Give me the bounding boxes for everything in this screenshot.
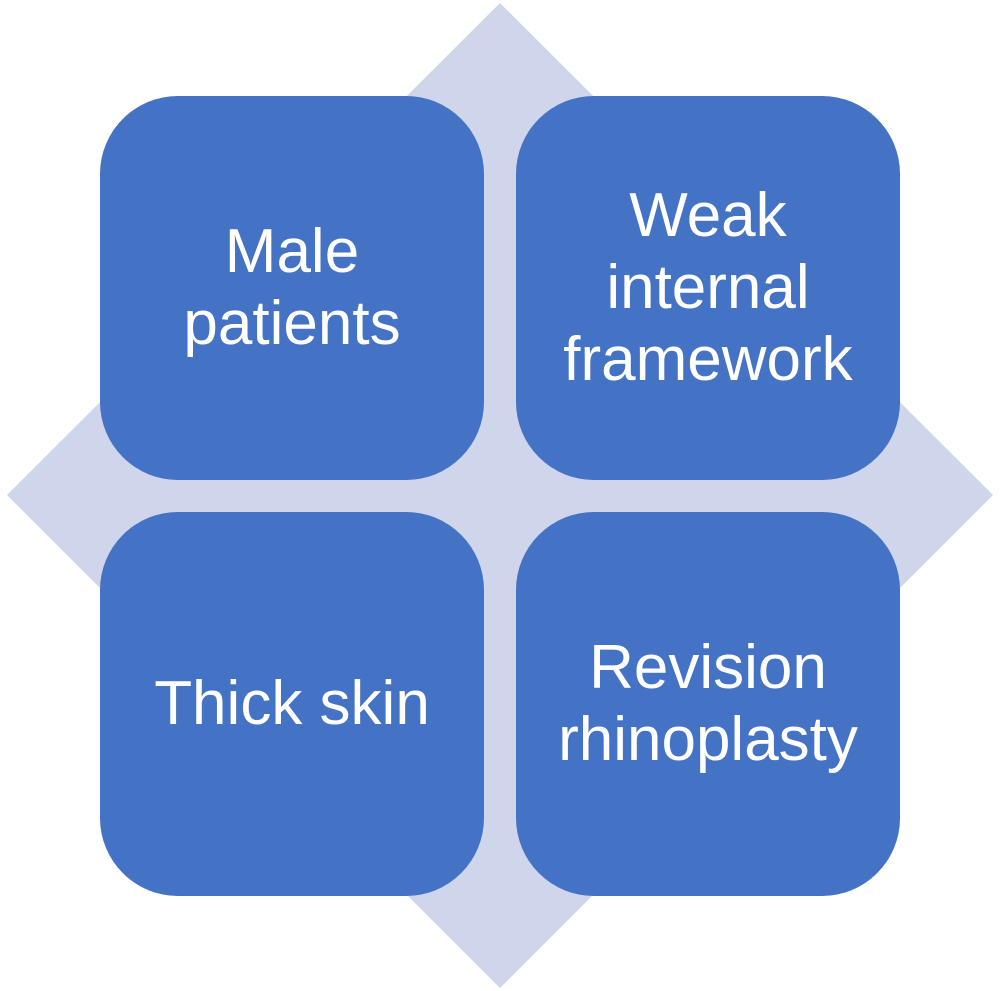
quadrant-bottom-right: Revision rhinoplasty [516,512,900,896]
label-line: internal [606,253,810,322]
quadrant-label: Revision rhinoplasty [558,632,858,776]
quadrant-label: Male patients [183,216,400,360]
quadrant-bottom-left: Thick skin [100,512,484,896]
label-line: Revision [589,633,827,702]
label-line: Weak [629,181,787,250]
quadrant-top-left: Male patients [100,96,484,480]
label-line: framework [563,325,853,394]
quadrant-top-right: Weak internal framework [516,96,900,480]
label-line: Male [224,217,360,286]
quadrant-label: Thick skin [154,668,430,740]
quadrant-label: Weak internal framework [563,180,852,396]
label-line: rhinoplasty [558,705,858,774]
label-line: patients [183,289,401,358]
label-line: Thick skin [154,669,430,738]
